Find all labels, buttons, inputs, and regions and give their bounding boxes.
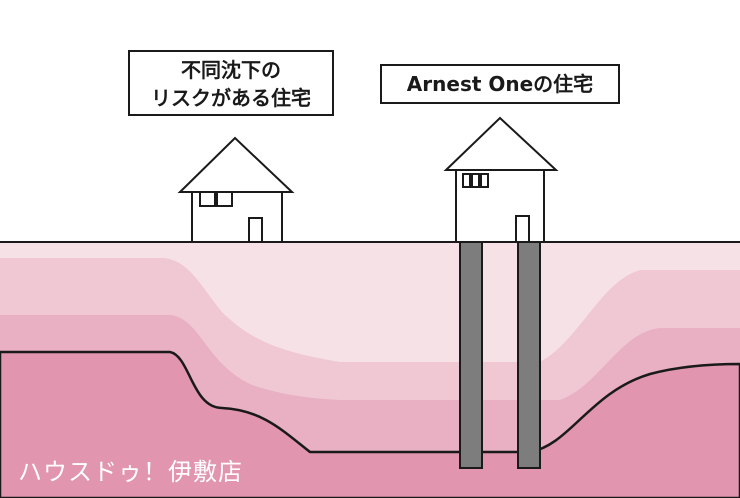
foundation-pile-right	[517, 241, 541, 469]
arnest-house-label: Arnest Oneの住宅	[380, 64, 620, 104]
watermark-text: ハウスドゥ！伊敷店	[18, 458, 243, 486]
risk-house-label-line2: リスクがある住宅	[151, 86, 311, 110]
house-at-risk	[177, 136, 295, 243]
risk-house-label: 不同沈下の リスクがある住宅	[128, 50, 334, 116]
house-arnest-one	[443, 116, 559, 243]
foundation-pile-left	[459, 241, 483, 469]
risk-house-label-line1: 不同沈下の	[181, 58, 281, 82]
